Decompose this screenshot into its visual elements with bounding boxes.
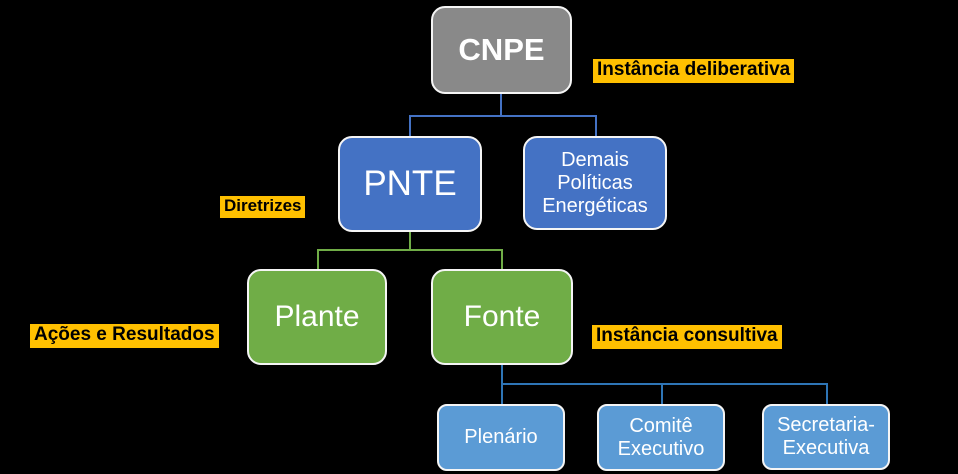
node-demais-politicas-energeticas: Demais Políticas Energéticas: [523, 136, 667, 230]
connector-cnpe-bus: [409, 115, 597, 117]
connector-cnpe-stem: [500, 94, 502, 117]
connector-fonte-bus: [501, 383, 828, 385]
connector-drop-comite: [661, 383, 663, 405]
node-plante: Plante: [247, 269, 387, 365]
node-plenario: Plenário: [437, 404, 565, 471]
connector-pnte-stem: [409, 232, 411, 251]
connector-drop-fonte: [501, 249, 503, 270]
node-comite-executivo: Comitê Executivo: [597, 404, 725, 471]
node-secretaria-executiva: Secretaria- Executiva: [762, 404, 890, 470]
annotation-instancia-deliberativa: Instância deliberativa: [593, 59, 795, 83]
node-fonte: Fonte: [431, 269, 573, 365]
annotation-diretrizes: Diretrizes: [220, 196, 306, 218]
connector-pnte-bus: [317, 249, 503, 251]
annotation-instancia-consultiva: Instância consultiva: [592, 325, 782, 349]
connector-drop-demais: [595, 115, 597, 137]
connector-fonte-stem: [501, 365, 503, 385]
node-cnpe: CNPE: [431, 6, 572, 94]
annotation-acoes-e-resultados: Ações e Resultados: [30, 324, 219, 348]
node-pnte: PNTE: [338, 136, 482, 232]
connector-drop-plante: [317, 249, 319, 270]
connector-drop-plenario: [501, 383, 503, 405]
connector-drop-pnte: [409, 115, 411, 137]
connector-drop-secretaria: [826, 383, 828, 405]
